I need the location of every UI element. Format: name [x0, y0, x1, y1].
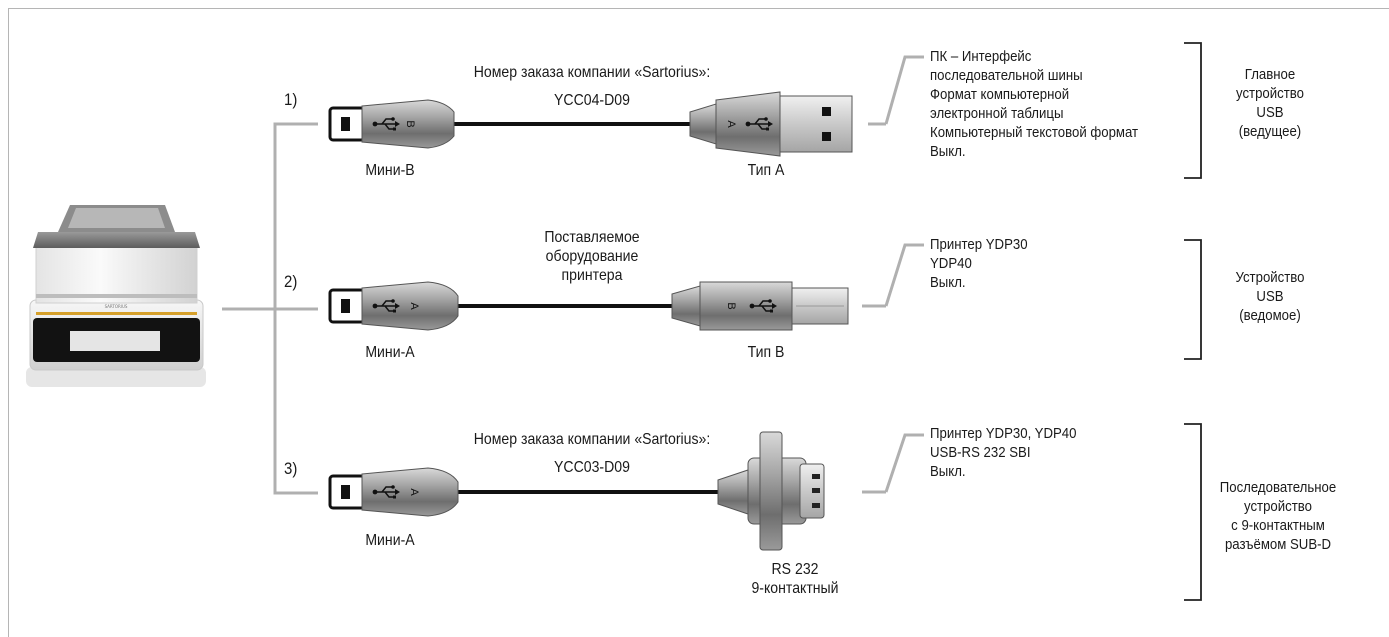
menu-option: Принтер YDP30, YDP40	[930, 424, 1076, 443]
menu-leader-2	[886, 245, 924, 306]
cable-caption-line: принтера	[482, 266, 702, 285]
mini-a-letter-3: A	[408, 488, 420, 496]
balance-accent-stripe	[36, 312, 197, 315]
balance-device: SARTORIUS	[26, 205, 206, 387]
plug-label-line: RS 232	[733, 560, 856, 579]
menu-option: электронной таблицы	[930, 104, 1138, 123]
device-type-line: разъёмом SUB-D	[1212, 535, 1344, 554]
device-type-line: Последовательное	[1212, 478, 1344, 497]
menu-option: Компьютерный текстовой формат	[930, 123, 1138, 142]
bracket-2	[1184, 240, 1201, 359]
device-type-line: устройство	[1212, 497, 1344, 516]
menu-option: YDP40	[930, 254, 1028, 273]
order-heading-3: Номер заказа компании «Sartorius»:	[416, 430, 768, 449]
device-type-line: устройство	[1213, 84, 1327, 103]
device-type-line: USB	[1213, 287, 1327, 306]
bracket-3	[1184, 424, 1201, 600]
connection-number-1: 1)	[284, 90, 297, 109]
bracket-1	[1184, 43, 1201, 178]
cable-caption-line: Поставляемое	[482, 228, 702, 247]
cable-caption-2: Поставляемое оборудование принтера	[482, 228, 702, 285]
type-b-letter: B	[725, 302, 737, 309]
type-a-letter: A	[725, 120, 737, 128]
order-heading-1: Номер заказа компании «Sartorius»:	[416, 63, 768, 82]
menu-option: Принтер YDP30	[930, 235, 1028, 254]
plug-label-mini-b: Мини-B	[346, 161, 434, 180]
order-code-3: YCC03-D09	[416, 458, 768, 477]
menu-option: Формат компьютерной	[930, 85, 1138, 104]
plug-label-rs232: RS 232 9-контактный	[733, 560, 856, 598]
plug-label-type-b: Тип B	[722, 343, 810, 362]
balance-display	[70, 331, 160, 351]
draft-shield-rim	[36, 294, 197, 298]
mini-a-letter-2: A	[408, 302, 420, 310]
device-type-line: (ведомое)	[1213, 306, 1327, 325]
device-type-1: Главное устройство USB (ведущее)	[1213, 65, 1327, 141]
plug-label-type-a: Тип A	[722, 161, 810, 180]
menu-options-2: Принтер YDP30 YDP40 Выкл.	[930, 235, 1028, 292]
device-brackets	[1184, 43, 1201, 600]
connection-number-2: 2)	[284, 272, 297, 291]
menu-option: Выкл.	[930, 462, 1076, 481]
device-type-3: Последовательное устройство с 9-контактн…	[1212, 478, 1344, 554]
menu-leader-3	[886, 435, 924, 492]
device-type-line: Главное	[1213, 65, 1327, 84]
connection-number-3: 3)	[284, 459, 297, 478]
balance-brand-mark: SARTORIUS	[105, 304, 128, 309]
menu-option: USB-RS 232 SBI	[930, 443, 1076, 462]
cable-caption-line: оборудование	[482, 247, 702, 266]
device-type-2: Устройство USB (ведомое)	[1213, 268, 1327, 325]
plug-label-mini-a-3: Мини-A	[346, 531, 434, 550]
menu-option: Выкл.	[930, 142, 1138, 161]
mini-a-plug-2: A	[330, 282, 458, 330]
type-b-plug: B	[672, 282, 848, 330]
rs232-connector	[718, 432, 824, 550]
menu-option: ПК – Интерфейс	[930, 47, 1138, 66]
plug-label-mini-a-2: Мини-A	[346, 343, 434, 362]
device-type-line: с 9-контактным	[1212, 516, 1344, 535]
menu-options-1: ПК – Интерфейс последовательной шины Фор…	[930, 47, 1138, 161]
mini-b-letter: B	[404, 120, 416, 127]
draft-shield-lid	[33, 232, 200, 248]
device-type-line: (ведущее)	[1213, 122, 1327, 141]
menu-options-3: Принтер YDP30, YDP40 USB-RS 232 SBI Выкл…	[930, 424, 1076, 481]
device-type-line: Устройство	[1213, 268, 1327, 287]
menu-option: последовательной шины	[930, 66, 1138, 85]
plug-label-line: 9-контактный	[733, 579, 856, 598]
order-code-1: YCC04-D09	[416, 91, 768, 110]
device-type-line: USB	[1213, 103, 1327, 122]
menu-option: Выкл.	[930, 273, 1028, 292]
weighing-pan	[68, 208, 165, 228]
menu-leader-1	[886, 57, 924, 124]
